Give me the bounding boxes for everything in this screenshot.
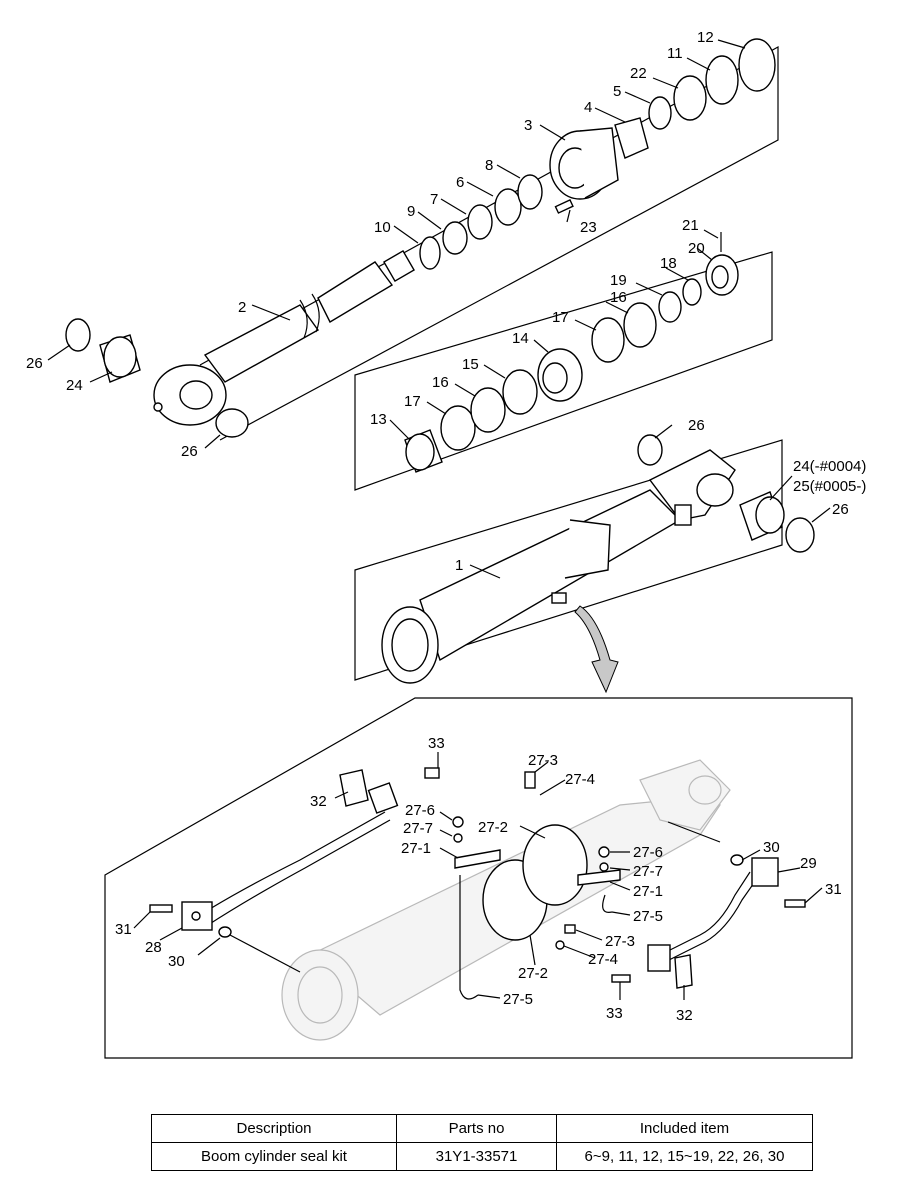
callout-7: 7 xyxy=(430,191,438,208)
detail-callout-33a: 33 xyxy=(428,735,445,752)
detail-clamp xyxy=(424,767,621,1000)
callout-16b: 16 xyxy=(432,374,449,391)
callout-22: 22 xyxy=(630,65,647,82)
detail-callout-27-2b: 27-2 xyxy=(518,965,548,982)
callout-24-range: 24(-#0004) xyxy=(793,458,866,475)
callout-18: 18 xyxy=(660,255,677,272)
callout-26b: 26 xyxy=(181,443,198,460)
detail-callout-27-6b: 27-6 xyxy=(633,844,663,861)
piston-rod xyxy=(203,250,415,383)
callout-26d: 26 xyxy=(832,501,849,518)
callout-12: 12 xyxy=(697,29,714,46)
detail-callout-29: 29 xyxy=(800,855,817,872)
callout-14: 14 xyxy=(512,330,529,347)
detail-callout-27-5a: 27-5 xyxy=(503,991,533,1008)
detail-callout-27-3a: 27-3 xyxy=(528,752,558,769)
header-description: Description xyxy=(151,1114,397,1143)
callout-10: 10 xyxy=(374,219,391,236)
detail-callout-27-6a: 27-6 xyxy=(405,802,435,819)
cell-included-item: 6~9, 11, 12, 15~19, 22, 26, 30 xyxy=(556,1142,813,1171)
gland-3 xyxy=(549,127,619,214)
header-parts-no: Parts no xyxy=(396,1114,557,1143)
header-included-item: Included item xyxy=(556,1114,813,1143)
detail-callout-33b: 33 xyxy=(606,1005,623,1022)
detail-callout-27-1b: 27-1 xyxy=(633,883,663,900)
callout-17a: 17 xyxy=(552,309,569,326)
cell-description: Boom cylinder seal kit xyxy=(151,1142,397,1171)
callout-16a: 16 xyxy=(610,289,627,306)
callout-11: 11 xyxy=(667,45,683,62)
detail-callout-32b: 32 xyxy=(676,1007,693,1024)
callout-2: 2 xyxy=(238,299,246,316)
callout-25-range: 25(#0005-) xyxy=(793,478,866,495)
detail-callout-32a: 32 xyxy=(310,793,327,810)
tube-end-parts xyxy=(637,434,815,553)
callout-17b: 17 xyxy=(404,393,421,410)
detail-callout-27-7a: 27-7 xyxy=(403,820,433,837)
callouts-main: 1 2 3 4 5 6 7 8 9 10 11 12 13 14 15 16 1… xyxy=(26,29,866,574)
callout-23: 23 xyxy=(580,219,597,236)
callout-15: 15 xyxy=(462,356,479,373)
detail-callout-27-4b: 27-4 xyxy=(588,951,618,968)
detail-callout-27-2a: 27-2 xyxy=(478,819,508,836)
cell-parts-no: 31Y1-33571 xyxy=(396,1142,557,1171)
seal-kit-table: Description Parts no Included item Boom … xyxy=(151,1114,813,1171)
callout-26c: 26 xyxy=(688,417,705,434)
callout-19: 19 xyxy=(610,272,627,289)
callout-5: 5 xyxy=(613,83,621,100)
callout-8: 8 xyxy=(485,157,493,174)
rod-eye xyxy=(153,364,227,426)
callout-24: 24 xyxy=(66,377,83,394)
detail-callout-27-1a: 27-1 xyxy=(401,840,431,857)
frame-upper-piston-rod xyxy=(199,45,779,441)
detail-pipe-left xyxy=(149,769,399,938)
detail-callout-31a: 31 xyxy=(825,881,842,898)
detail-callout-30a: 30 xyxy=(763,839,780,856)
callout-3: 3 xyxy=(524,117,532,134)
callout-9: 9 xyxy=(407,203,415,220)
detail-callout-27-7b: 27-7 xyxy=(633,863,663,880)
detail-callout-27-3b: 27-3 xyxy=(605,933,635,950)
detail-callout-27-4a: 27-4 xyxy=(565,771,595,788)
gland-rings xyxy=(614,38,776,159)
frame-lower-tube xyxy=(354,439,783,681)
detail-callout-27-5b: 27-5 xyxy=(633,908,663,925)
frame-middle-piston xyxy=(354,251,773,491)
callout-1: 1 xyxy=(455,557,463,574)
detail-callout-28: 28 xyxy=(145,939,162,956)
callout-26a: 26 xyxy=(26,355,43,372)
frame-detail-piping xyxy=(104,697,853,1059)
table-row: Boom cylinder seal kit 31Y1-33571 6~9, 1… xyxy=(151,1142,813,1171)
rod-rings xyxy=(65,174,543,438)
leader-lines xyxy=(47,39,831,1000)
detail-pipe-right xyxy=(611,854,806,989)
detail-callout-30b: 30 xyxy=(168,953,185,970)
cylinder-tube-1 xyxy=(381,449,736,684)
arrow-to-detail xyxy=(574,605,619,694)
table-header-row: Description Parts no Included item xyxy=(151,1114,813,1143)
bushing-24-rod xyxy=(99,334,141,383)
callouts-detail: 33 32 27-6 27-7 27-1 27-2 27-3 27-4 27-6… xyxy=(115,735,842,1024)
callout-20: 20 xyxy=(688,240,705,257)
callout-13: 13 xyxy=(370,411,387,428)
piston-parts xyxy=(404,232,739,473)
callout-6: 6 xyxy=(456,174,464,191)
detail-callout-31b: 31 xyxy=(115,921,132,938)
boom-cylinder-exploded-diagram: 1 2 3 4 5 6 7 8 9 10 11 12 13 14 15 16 1… xyxy=(26,29,866,1059)
callout-21: 21 xyxy=(682,217,699,234)
callout-4: 4 xyxy=(584,99,592,116)
